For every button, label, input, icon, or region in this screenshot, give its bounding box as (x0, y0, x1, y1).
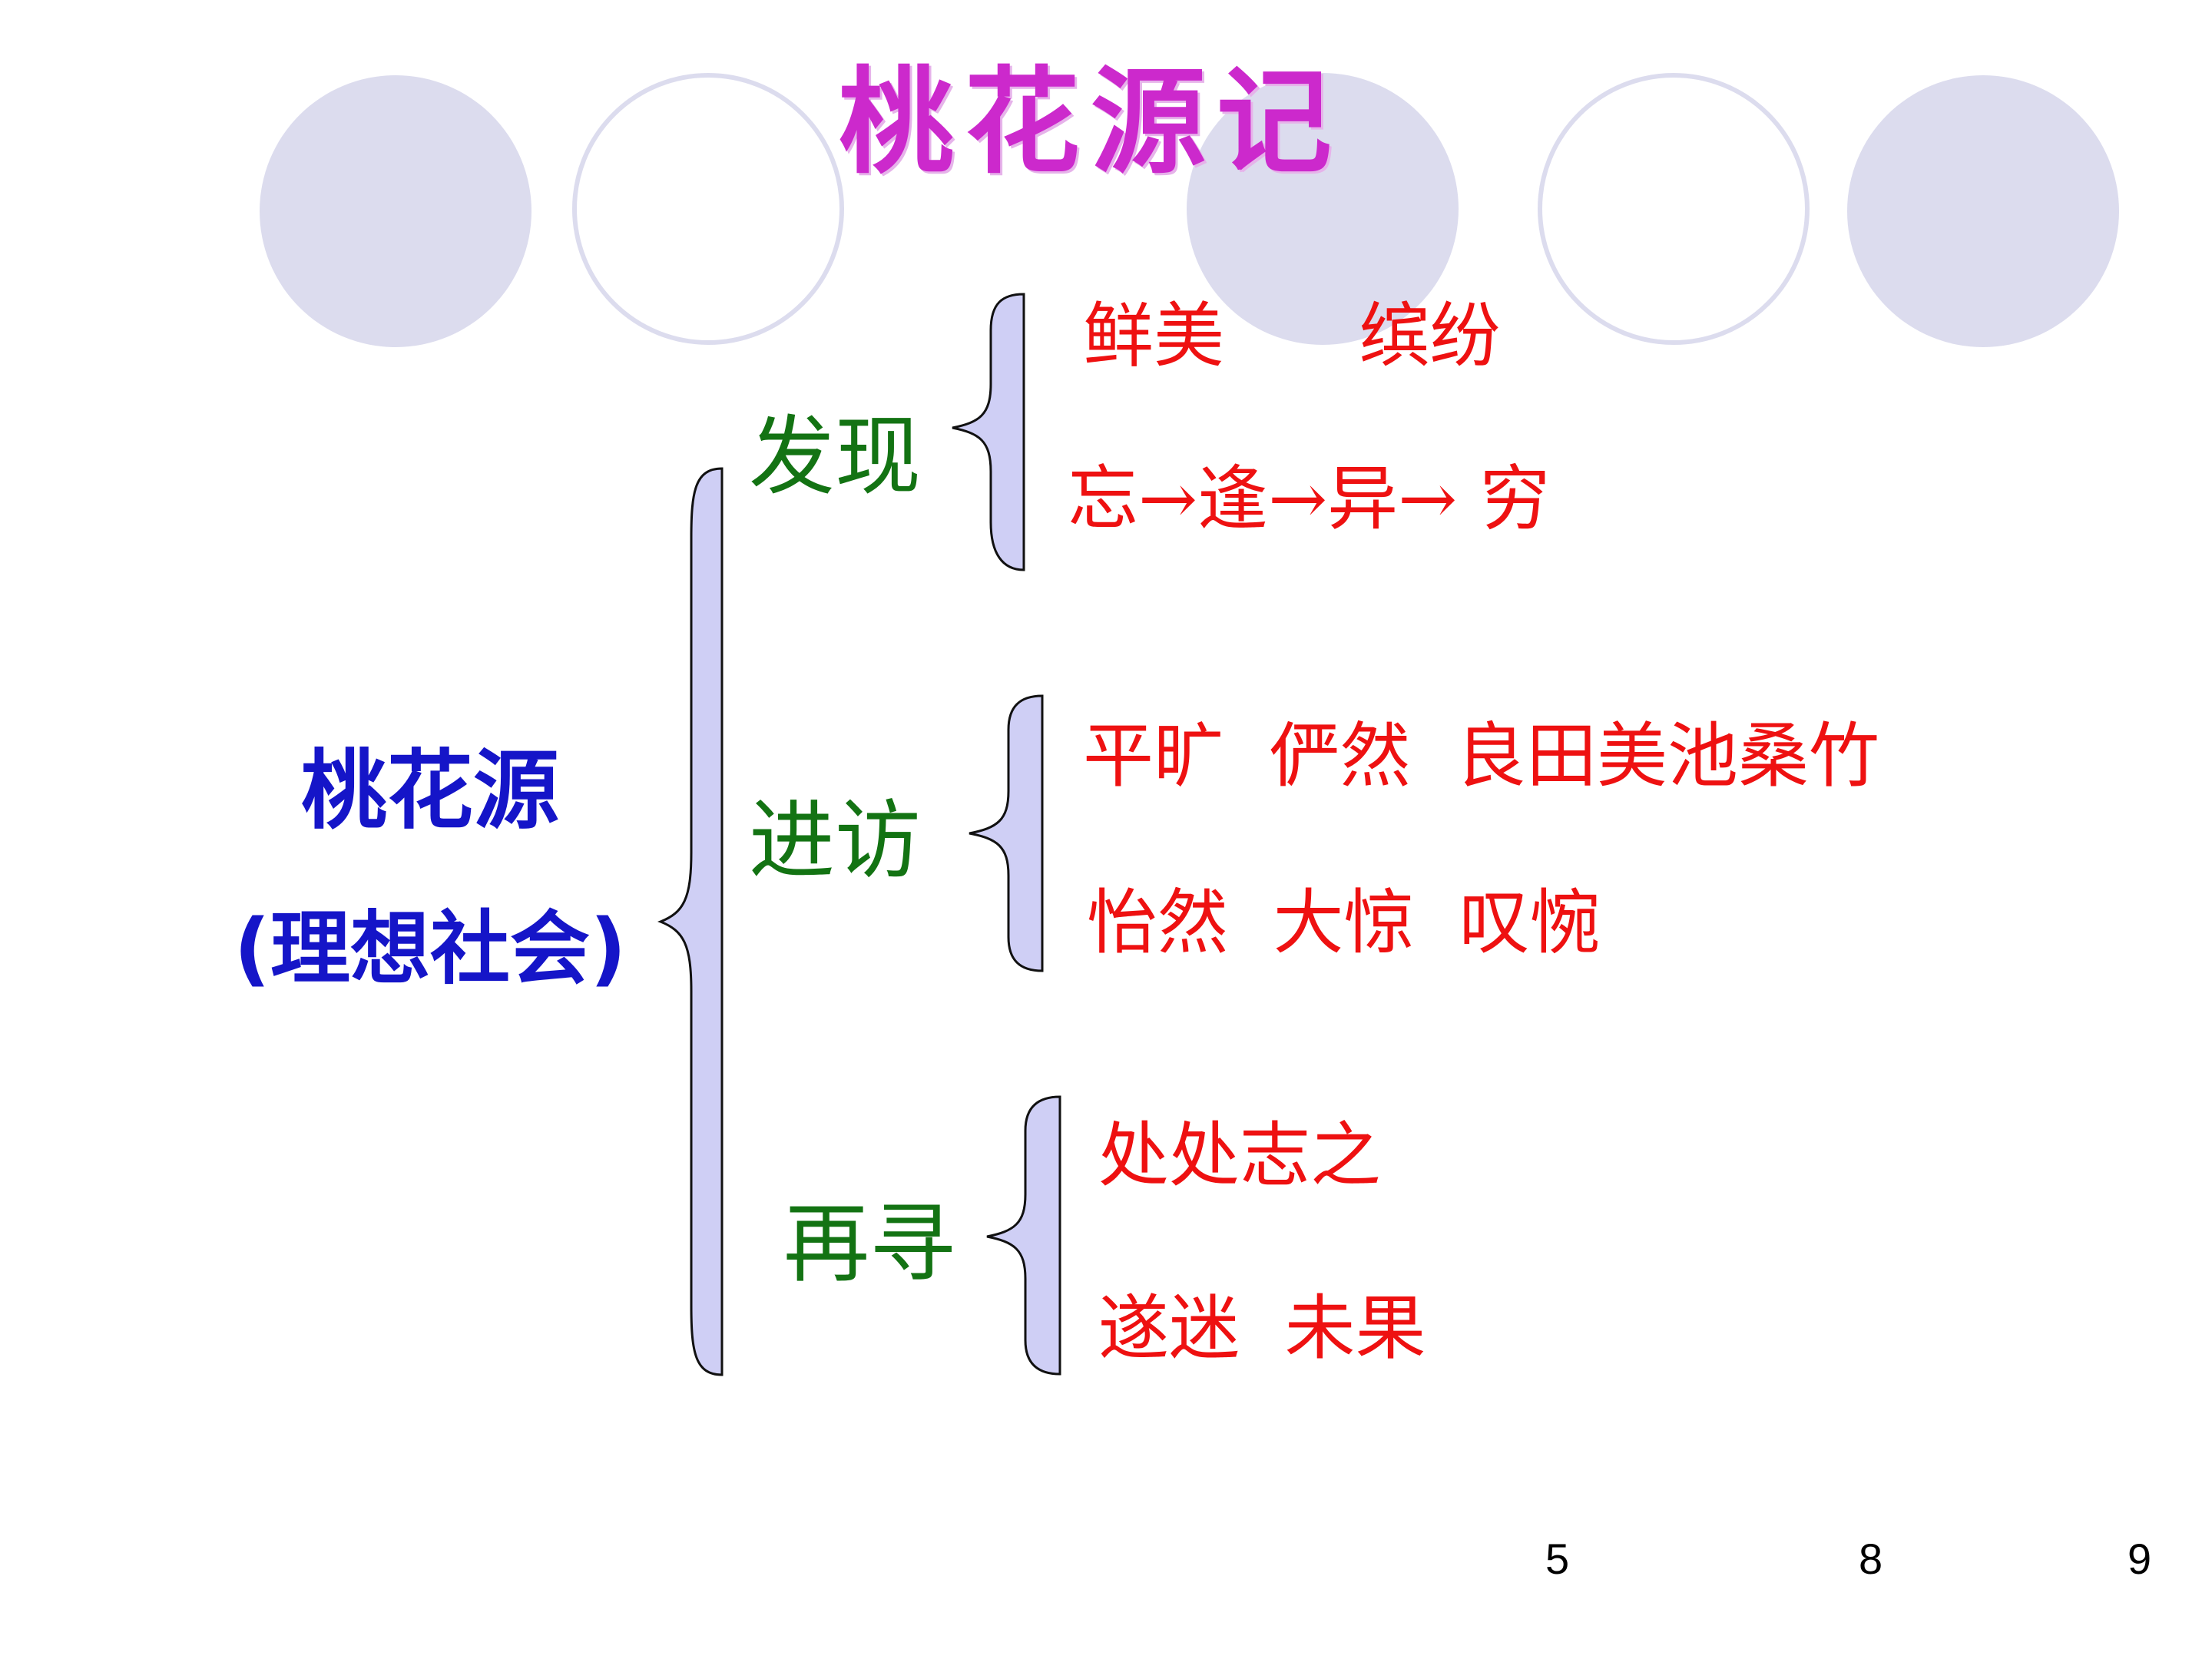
decor-circle-1 (260, 75, 531, 347)
footer-number-2: 8 (1859, 1535, 1883, 1583)
branch-seek: 再寻 (783, 1194, 955, 1294)
decor-circle-2 (572, 73, 844, 345)
root-label: 桃花源 (301, 741, 559, 841)
brace-seek (986, 1095, 1061, 1376)
page-title: 桃花源记 (838, 56, 1343, 190)
branch-visit: 进访 (749, 791, 921, 891)
leaf-seek-2: 遂迷 未果 (1098, 1287, 1426, 1369)
brace-visit (969, 694, 1044, 972)
main-brace (657, 467, 724, 1376)
footer-number-3: 9 (2128, 1535, 2152, 1583)
brace-discover (952, 293, 1025, 571)
leaf-discover-2: 忘→逢→异→ 穷 (1068, 458, 1551, 540)
decor-circle-5 (1847, 75, 2119, 347)
root-sublabel: (理想社会) (233, 902, 627, 995)
branch-discover: 发现 (749, 407, 921, 507)
leaf-visit-2: 怡然 大惊 叹惋 (1087, 882, 1601, 964)
leaf-seek-1: 处处志之 (1098, 1114, 1382, 1197)
decor-circle-4 (1538, 73, 1810, 345)
footer-number-1: 5 (1545, 1535, 1570, 1583)
leaf-visit-1: 平旷 俨然 良田美池桑竹 (1083, 715, 1879, 797)
leaf-discover-1: 鲜美 缤纷 (1083, 295, 1501, 377)
decor-circle-3 (1187, 73, 1459, 345)
